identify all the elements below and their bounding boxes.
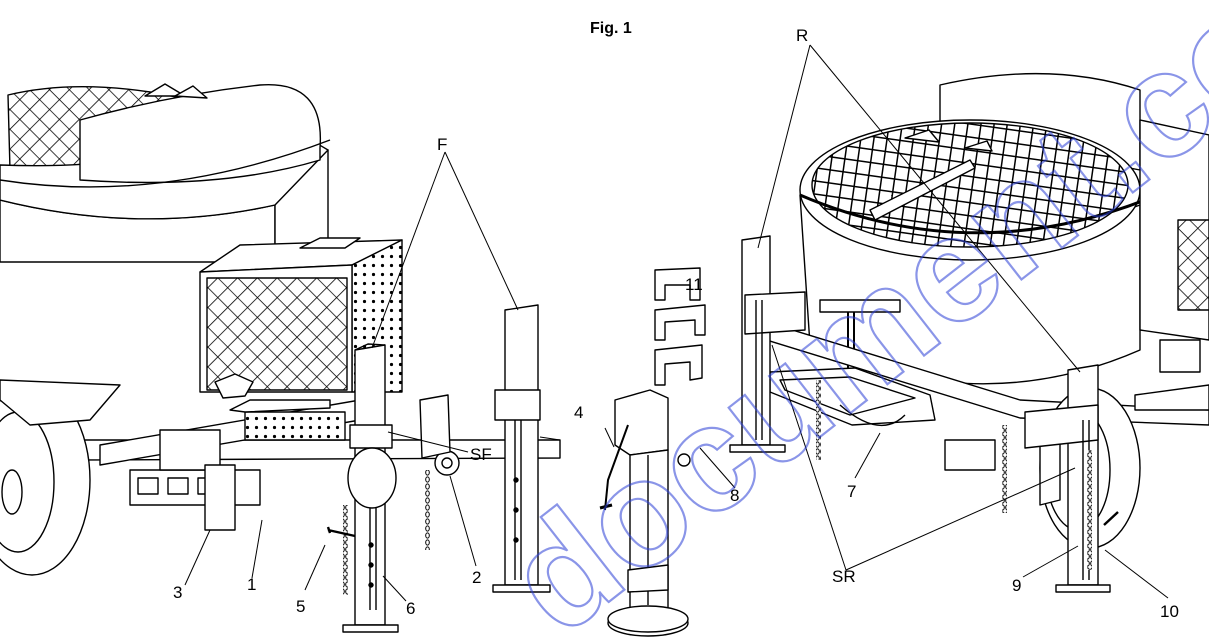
label-2: 2 xyxy=(472,568,481,587)
label-r: R xyxy=(796,26,808,45)
label-5: 5 xyxy=(296,597,305,616)
label-6: 6 xyxy=(406,599,415,618)
right-machine-drawing xyxy=(729,72,1209,593)
label-10: 10 xyxy=(1160,602,1179,621)
label-4: 4 xyxy=(574,403,583,422)
label-sr: SR xyxy=(832,567,856,586)
label-3: 3 xyxy=(173,583,182,602)
label-sf: SF xyxy=(470,445,492,464)
label-f: F xyxy=(437,135,447,154)
callout-labels: F R SF SR 1 2 3 4 5 6 7 8 9 10 11 xyxy=(173,26,1179,621)
figure-title: Fig. 1 xyxy=(590,20,632,37)
left-machine-drawing xyxy=(0,83,561,633)
label-7: 7 xyxy=(847,482,856,501)
label-11: 11 xyxy=(685,275,703,294)
label-8: 8 xyxy=(730,486,739,505)
label-9: 9 xyxy=(1012,576,1021,595)
leader-lines xyxy=(184,44,1169,602)
jack-stand-drawing xyxy=(599,267,706,637)
label-1: 1 xyxy=(247,575,256,594)
